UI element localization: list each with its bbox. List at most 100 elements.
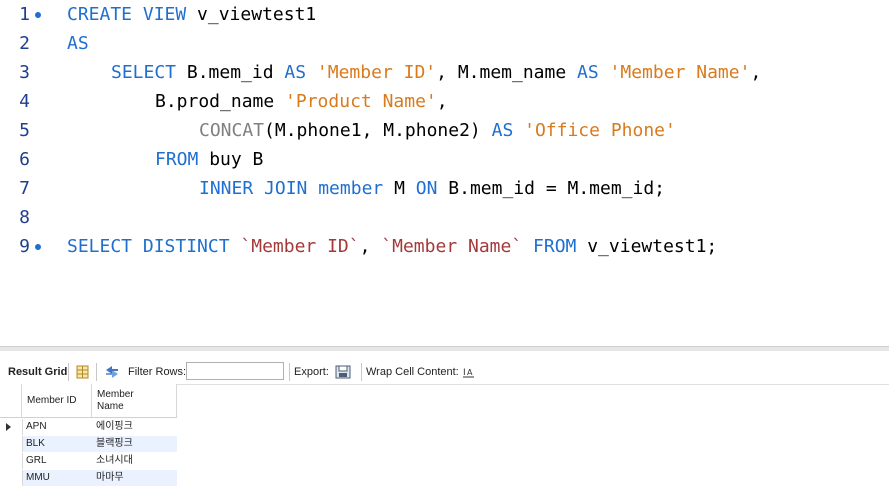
code-token: , [359,236,382,257]
code-text: AS [67,29,89,58]
export-label: Export: [294,366,329,378]
code-token: buy B [209,149,264,170]
table-row[interactable]: GRL 소녀시대 [0,453,177,469]
grid-view-icon[interactable] [76,365,89,379]
line-number: 7 [19,178,30,199]
code-token: (M.phone1, M.phone2) [264,120,492,141]
export-icon[interactable] [335,365,351,379]
toolbar-separator [68,363,69,381]
line-number: 9 [19,236,30,257]
line-number: 2 [19,33,30,54]
column-header-member-name[interactable]: Member Name [92,384,177,417]
line-number: 3 [19,62,30,83]
code-token: M [394,178,416,199]
code-token: v_viewtest1; [587,236,718,257]
code-token: SELECT [111,62,187,83]
statement-marker-icon [35,12,41,18]
result-toolbar: Result Grid Filter Rows: Export: Wrap Ce… [0,360,889,385]
code-token: , [750,62,762,83]
panel-splitter[interactable] [0,346,889,351]
code-line[interactable]: 4 B.prod_name 'Product Name', [0,87,889,116]
filter-rows-label: Filter Rows: [128,366,187,378]
cell-member-id[interactable]: BLK [26,438,45,449]
code-line[interactable]: 9 SELECT DISTINCT `Member ID`, `Member Na… [0,232,889,261]
row-header[interactable] [0,419,23,435]
code-text: FROM buy B [155,145,263,174]
code-token: AS [67,33,89,54]
code-token: `Member ID` [240,236,360,257]
svg-text:I: I [463,368,466,378]
code-token: B.prod_name [155,91,286,112]
line-number: 6 [19,149,30,170]
line-number: 1 [19,4,30,25]
code-token: 'Product Name' [285,91,437,112]
line-number: 8 [19,207,30,228]
code-line[interactable]: 6 FROM buy B [0,145,889,174]
column-header-label: Member Name [97,388,134,412]
code-token: 'Office Phone' [524,120,676,141]
code-token [522,236,533,257]
table-row[interactable]: APN 에이핑크 [0,419,177,435]
row-header-corner [0,384,22,417]
cell-member-name[interactable]: 마마무 [96,472,124,483]
current-row-arrow-icon [6,423,11,431]
line-number: 4 [19,91,30,112]
code-text: CREATE VIEW v_viewtest1 [67,0,316,29]
cell-member-id[interactable]: GRL [26,455,47,466]
code-line[interactable]: 3 SELECT B.mem_id AS 'Member ID', M.mem_n… [0,58,889,87]
svg-text:A: A [467,368,473,377]
code-token: CREATE VIEW [67,4,198,25]
table-row[interactable]: MMU 마마무 [0,470,177,486]
cell-member-name[interactable]: 블랙핑크 [96,438,133,449]
table-row[interactable]: BLK 블랙핑크 [0,436,177,452]
code-token: 'Member ID' [316,62,437,83]
code-text: B.prod_name 'Product Name', [155,87,448,116]
code-line[interactable]: 1 CREATE VIEW v_viewtest1 [0,0,889,29]
code-token: AS [491,120,525,141]
code-token: FROM [533,236,588,257]
toolbar-separator [96,363,97,381]
code-line[interactable]: 2 AS [0,29,889,58]
row-header[interactable] [0,436,23,452]
code-token: INNER JOIN [199,178,319,199]
code-token: v_viewtest1 [197,4,317,25]
column-header-label: Member ID [27,395,77,406]
code-line[interactable]: 8 [0,203,889,232]
cell-member-name[interactable]: 소녀시대 [96,455,133,466]
statement-marker-icon [35,244,41,250]
toolbar-separator [361,363,362,381]
code-token: AS [284,62,317,83]
code-token: , [436,91,448,112]
code-token: SELECT DISTINCT [67,236,241,257]
code-token: AS [577,62,610,83]
code-token: ON [415,178,449,199]
wrap-cell-label: Wrap Cell Content: [366,366,459,378]
refresh-arrows-icon[interactable] [104,365,120,379]
row-header[interactable] [0,453,23,469]
code-token: B.mem_id [186,62,285,83]
cell-member-name[interactable]: 에이핑크 [96,421,133,432]
filter-rows-input[interactable] [186,362,284,380]
column-header-member-id[interactable]: Member ID [22,384,92,417]
result-grid-tab[interactable]: Result Grid [8,366,68,378]
cell-member-id[interactable]: APN [26,421,47,432]
code-text: INNER JOIN member M ON B.mem_id = M.mem_… [199,174,665,203]
code-token: member [318,178,395,199]
cell-member-id[interactable]: MMU [26,472,50,483]
code-token: CONCAT [199,120,265,141]
code-text: CONCAT(M.phone1, M.phone2) AS 'Office Ph… [199,116,676,145]
code-line[interactable]: 5 CONCAT(M.phone1, M.phone2) AS 'Office P… [0,116,889,145]
code-line[interactable]: 7 INNER JOIN member M ON B.mem_id = M.mem… [0,174,889,203]
code-text: SELECT B.mem_id AS 'Member ID', M.mem_na… [111,58,761,87]
code-token: , M.mem_name [436,62,578,83]
code-token: 'Member Name' [609,62,751,83]
code-token: FROM [155,149,210,170]
toolbar-separator [289,363,290,381]
code-token: `Member Name` [381,236,523,257]
code-text: SELECT DISTINCT `Member ID`, `Member Nam… [67,232,717,261]
grid-header: Member ID Member Name [0,384,177,418]
row-header[interactable] [0,470,23,486]
line-number: 5 [19,120,30,141]
